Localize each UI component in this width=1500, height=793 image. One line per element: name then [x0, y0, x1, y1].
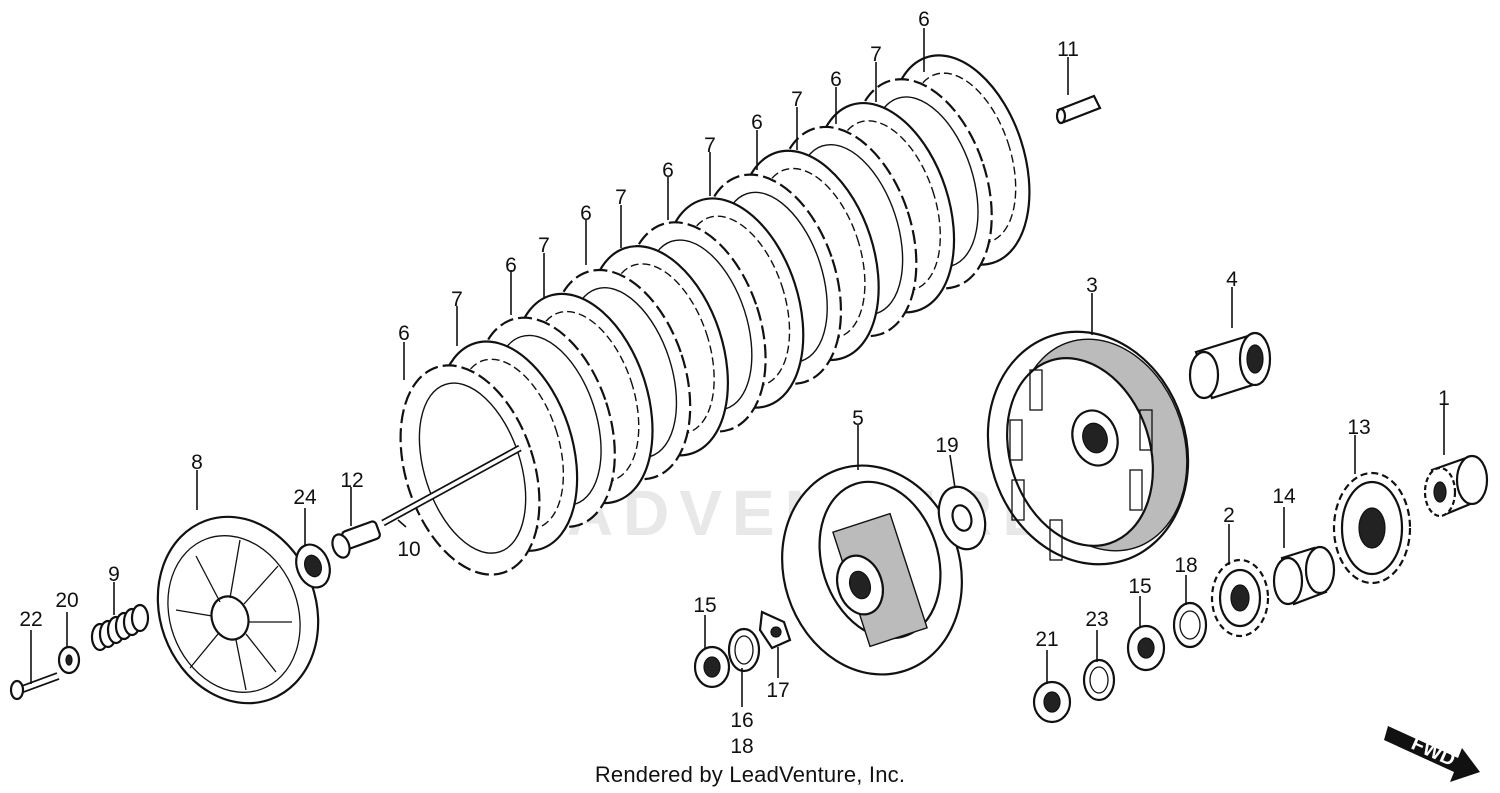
callout-11: 11 [1057, 38, 1079, 61]
bushing-14 [1272, 545, 1336, 606]
callout-15-right: 15 [1128, 575, 1151, 598]
callout-12: 12 [340, 469, 363, 492]
callout-6-a: 6 [918, 8, 930, 31]
callout-10: 10 [397, 538, 420, 561]
spring-9 [90, 603, 150, 652]
clutch-plate-stack [399, 54, 1031, 576]
pin-11 [1055, 94, 1102, 125]
callout-14: 14 [1272, 485, 1296, 508]
callout-4: 4 [1226, 268, 1238, 291]
callout-7-f: 7 [451, 288, 463, 311]
pressure-plate-8 [156, 515, 320, 705]
callout-3: 3 [1086, 274, 1098, 297]
callout-6-f: 6 [505, 254, 517, 277]
washer-16 [727, 627, 761, 673]
gear-13 [1332, 471, 1412, 585]
plate-inner-edge [418, 382, 527, 554]
callout-7-e: 7 [538, 234, 550, 257]
callout-6-e: 6 [580, 202, 592, 225]
bearing-24 [295, 543, 331, 589]
callout-6-c: 6 [751, 111, 763, 134]
gear-2 [1210, 558, 1270, 638]
callout-20: 20 [55, 589, 78, 612]
collar-4 [1188, 331, 1272, 400]
callout-7-c: 7 [704, 134, 716, 157]
pushrod-10 [381, 444, 522, 527]
callout-24: 24 [293, 486, 317, 509]
callout-18-right: 18 [1174, 554, 1197, 577]
callout-6-d: 6 [662, 159, 674, 182]
washer-18-right [1172, 601, 1208, 649]
callout-6-g: 6 [398, 322, 410, 345]
callout-5: 5 [852, 407, 864, 430]
callout-17: 17 [766, 679, 789, 702]
callout-21: 21 [1035, 628, 1058, 651]
clutch-outer-3 [986, 330, 1190, 566]
callout-7-d: 7 [615, 186, 627, 209]
washer-20 [57, 645, 81, 675]
callout-9: 9 [108, 563, 120, 586]
callout-19: 19 [935, 434, 958, 457]
callout-2: 2 [1223, 504, 1235, 527]
callout-13: 13 [1347, 416, 1370, 439]
leader-lines [30, 28, 1445, 707]
callout-8: 8 [191, 451, 203, 474]
callout-1: 1 [1438, 387, 1450, 410]
clutch-center-5 [781, 464, 963, 676]
gear-1 [1423, 454, 1489, 518]
callout-18-left: 18 [730, 735, 753, 758]
nut-21 [1032, 680, 1072, 724]
bolt-22 [9, 672, 60, 701]
thrust-washer-19 [937, 485, 987, 551]
nut-15-left [693, 645, 731, 689]
callout-22: 22 [19, 608, 42, 631]
callout-7-a: 7 [870, 43, 882, 66]
callout-16: 16 [730, 709, 753, 732]
nut-15-right [1126, 624, 1166, 672]
callout-23: 23 [1085, 608, 1108, 631]
callout-6-b: 6 [830, 68, 842, 91]
washer-23 [1082, 658, 1116, 702]
footer-credit: Rendered by LeadVenture, Inc. [594, 762, 906, 787]
callout-labels: 1 2 3 4 5 6 6 6 6 6 6 6 7 7 7 7 7 7 8 9 … [19, 8, 1450, 758]
lock-washer-17 [758, 610, 792, 650]
callout-7-b: 7 [791, 88, 803, 111]
callout-15-left: 15 [693, 594, 716, 617]
lifter-12 [331, 520, 381, 559]
